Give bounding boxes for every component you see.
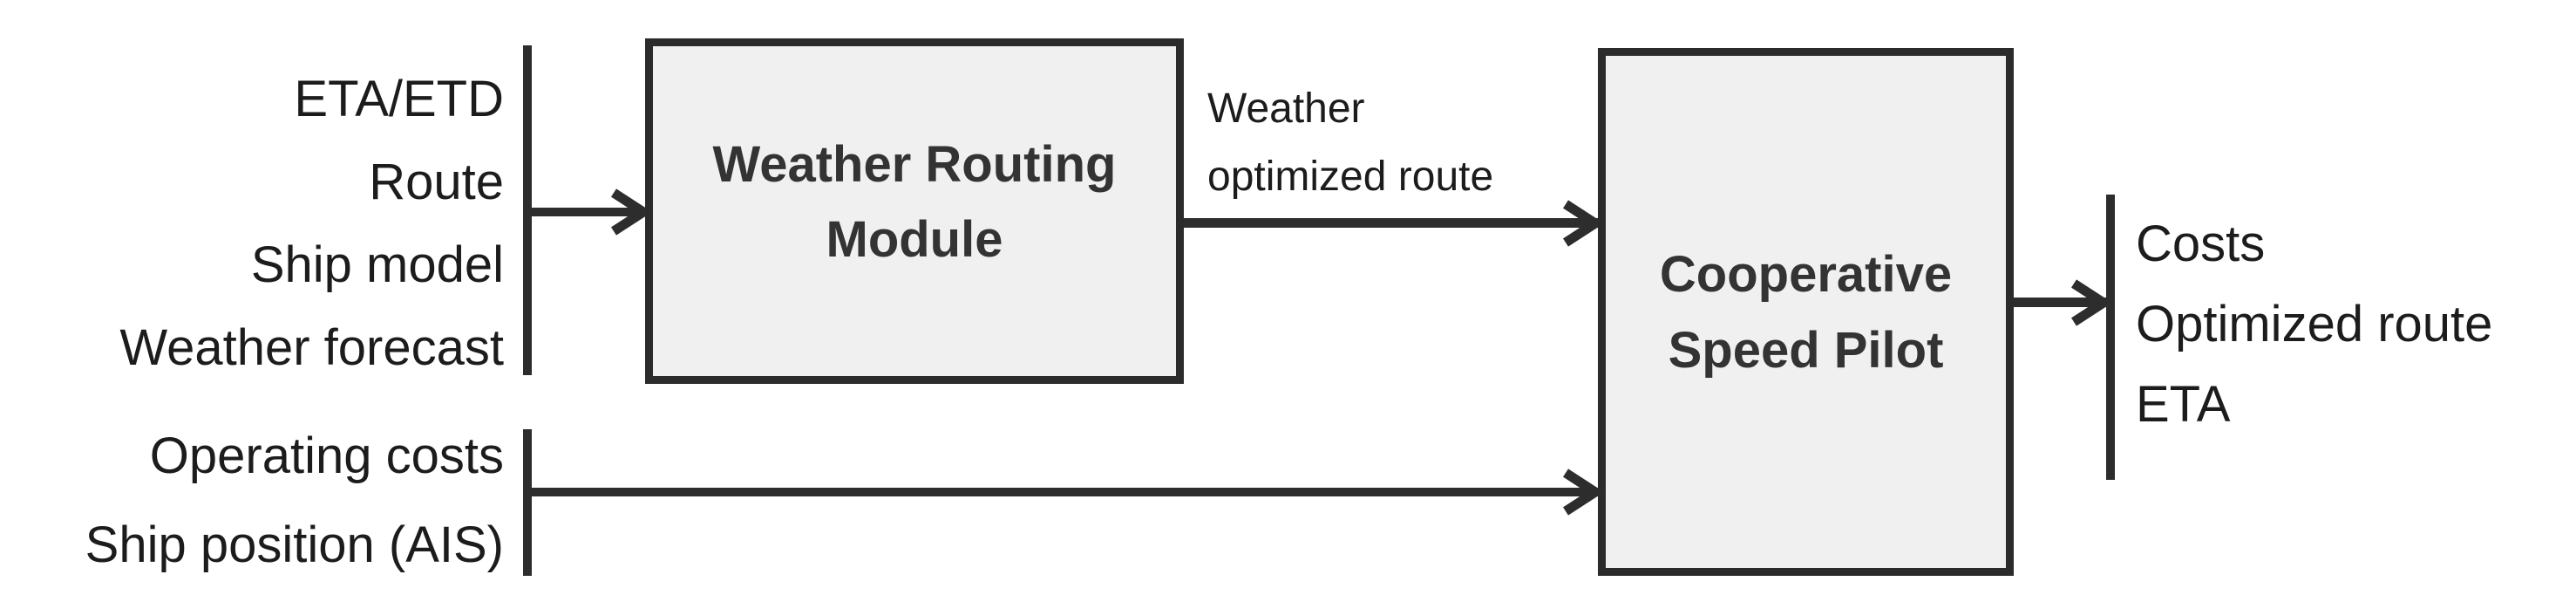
input-label-eta-etd: ETA/ETD (294, 71, 504, 127)
input-label-route: Route (369, 154, 504, 210)
primary-inputs-bus-bar (523, 45, 532, 375)
weather-routing-module-box: Weather Routing Module (645, 38, 1184, 384)
primary-inputs-label-group: ETA/ETD Route Ship model Weather forecas… (0, 58, 504, 389)
arrowhead-csp-to-outputs-icon (2071, 279, 2109, 326)
arrowhead-inputs-to-wrm-icon (611, 188, 649, 236)
input-label-ship-model: Ship model (250, 236, 504, 293)
outputs-bus-bar (2106, 195, 2115, 480)
arrow-line-wrm-to-csp (1184, 218, 1598, 228)
output-label-eta: ETA (2136, 376, 2231, 433)
arrow-line-csp-to-outputs (2014, 298, 2106, 307)
outputs-label-group: Costs Optimized route ETA (2136, 204, 2576, 445)
arrow-line-inputs-to-wrm (528, 208, 645, 216)
edge-label-weather-optimized-route: Weather optimized route (1207, 75, 1493, 211)
arrowhead-secondary-inputs-to-csp-icon (1563, 469, 1601, 516)
cooperative-speed-pilot-box: Cooperative Speed Pilot (1598, 48, 2014, 576)
input-label-ship-position-ais: Ship position (AIS) (85, 516, 504, 573)
edge-label-line: optimized route (1207, 154, 1494, 200)
secondary-inputs-bus-bar (523, 429, 532, 576)
output-label-optimized-route: Optimized route (2136, 296, 2493, 352)
module-title-line: Module (826, 211, 1003, 268)
input-label-operating-costs: Operating costs (149, 428, 504, 484)
cooperative-speed-pilot-title: Cooperative Speed Pilot (1660, 236, 1952, 388)
arrowhead-wrm-to-csp-icon (1563, 200, 1601, 247)
output-label-costs: Costs (2136, 215, 2266, 272)
edge-label-line: Weather (1207, 86, 1365, 132)
secondary-inputs-label-group: Operating costs Ship position (AIS) (0, 412, 504, 590)
input-label-weather-forecast: Weather forecast (119, 319, 504, 376)
arrow-line-secondary-inputs-to-csp (528, 488, 1598, 496)
module-title-line: Weather Routing (712, 136, 1117, 193)
module-title-line: Speed Pilot (1668, 321, 1944, 379)
weather-routing-module-title: Weather Routing Module (713, 127, 1117, 277)
module-title-line: Cooperative (1659, 245, 1953, 303)
